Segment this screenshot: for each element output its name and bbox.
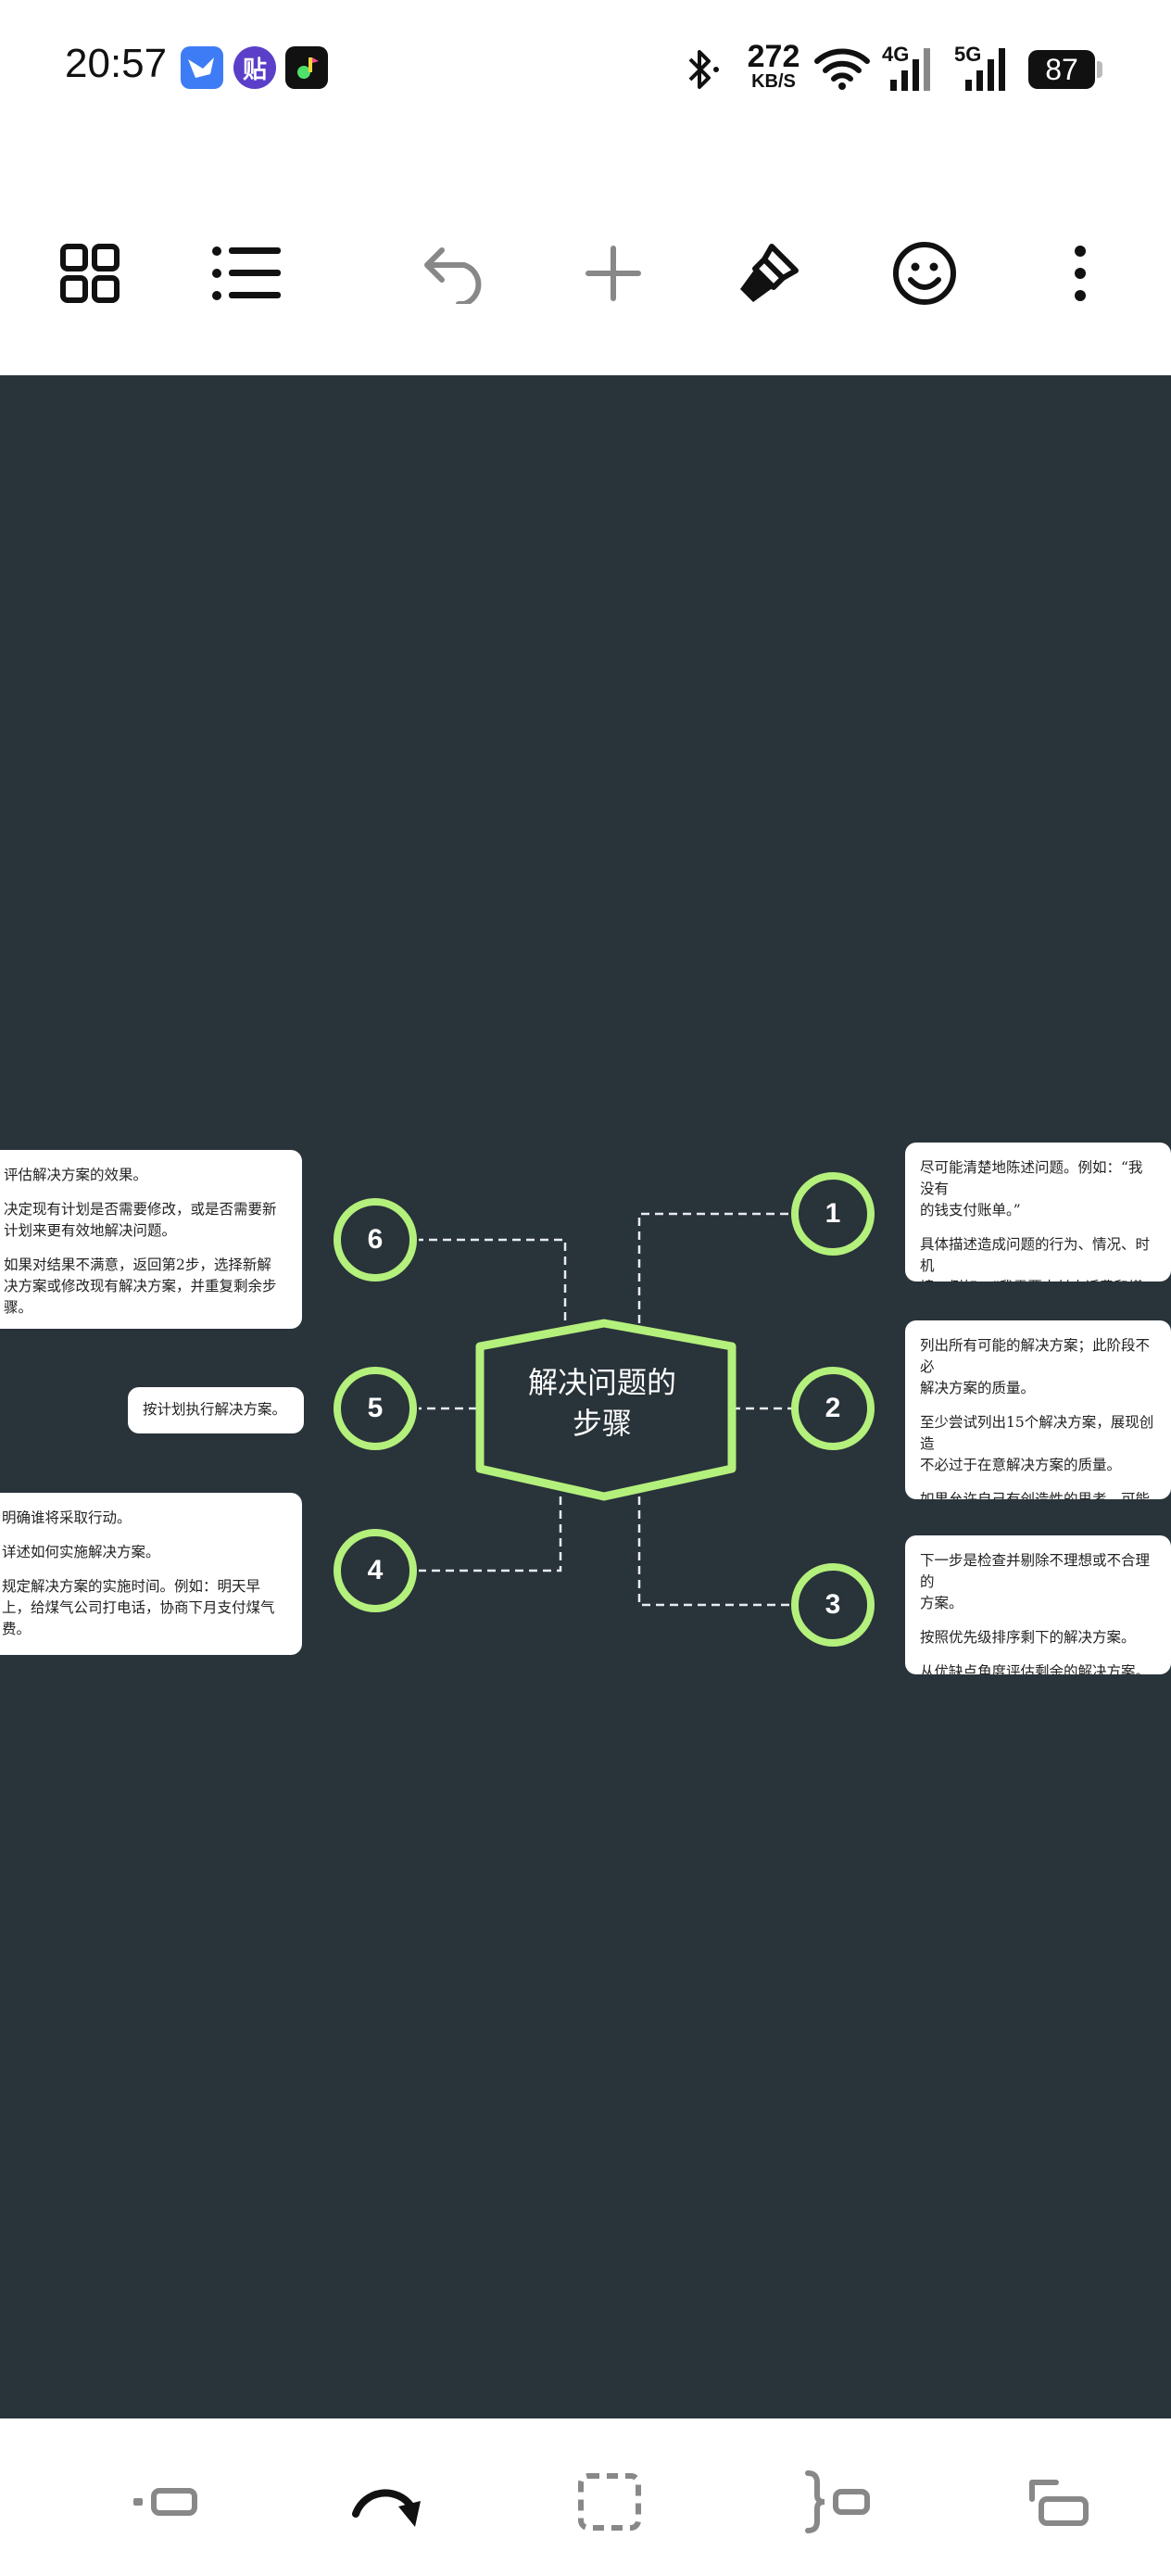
battery-indicator: 87 xyxy=(1028,50,1095,89)
speed-unit: KB/S xyxy=(751,71,796,92)
card-paragraph: 列出所有可能的解决方案；此阶段不必 解决方案的质量。 xyxy=(920,1337,1151,1396)
central-topic-label: 解决问题的 步骤 xyxy=(477,1362,727,1444)
connector-lines xyxy=(301,1212,795,1607)
card-paragraph: 如果对结果不满意，返回第2步，选择新解 决方案或修改现有解决方案，并重复剩余步 … xyxy=(4,1256,277,1316)
outline-list-button[interactable] xyxy=(200,213,293,334)
step-card-2[interactable]: 列出所有可能的解决方案；此阶段不必 解决方案的质量。 至少尝试列出15个解决方案… xyxy=(905,1320,1171,1499)
card-paragraph: 如果允许自己有创造性的思考，可能会 一些之前未曾想到的解决方案。 xyxy=(920,1491,1151,1499)
bluetooth-icon xyxy=(681,46,725,96)
card-paragraph: 具体描述造成问题的行为、情况、时机 境。例如：“我需要支付电话费和煤气费 个月我… xyxy=(920,1236,1151,1282)
tieba-label: 贴 xyxy=(242,56,267,84)
status-bar: 20:57 贴 272 KB/S 4G 5G 87 xyxy=(0,0,1171,139)
step-number: 1 xyxy=(825,1198,841,1229)
step-card-5[interactable]: 按计划执行解决方案。 xyxy=(128,1387,304,1433)
network-speed: 272 KB/S xyxy=(741,41,806,91)
step-node-5[interactable]: 5 xyxy=(334,1367,417,1450)
central-topic-line-2: 步骤 xyxy=(572,1406,632,1441)
step-card-3[interactable]: 下一步是检查并剔除不理想或不合理的 方案。 按照优先级排序剩下的解决方案。 从优… xyxy=(905,1535,1171,1674)
top-toolbar xyxy=(0,213,1171,334)
speed-value: 272 xyxy=(747,39,800,74)
relationship-curve-icon xyxy=(352,2489,421,2527)
card-paragraph: 评估解决方案的效果。 xyxy=(4,1167,148,1183)
step-card-6[interactable]: 评估解决方案的效果。 决定现有计划是否需要修改，或是否需要新 计划来更有效地解决… xyxy=(0,1150,302,1329)
status-time: 20:57 xyxy=(65,41,168,86)
add-child-topic-button[interactable] xyxy=(1012,2460,1104,2544)
central-topic-line-1: 解决问题的 xyxy=(527,1365,676,1400)
card-paragraph: 详述如何实施解决方案。 xyxy=(2,1544,160,1560)
card-paragraph: 明确谁将采取行动。 xyxy=(2,1509,132,1526)
step-number: 4 xyxy=(367,1555,384,1585)
step-number: 2 xyxy=(825,1393,841,1423)
signal-bars-1-icon xyxy=(885,44,940,96)
card-paragraph: 下一步是检查并剔除不理想或不合理的 方案。 xyxy=(920,1552,1151,1611)
wifi-icon xyxy=(813,44,871,95)
grid-view-button[interactable] xyxy=(44,213,136,334)
relationship-curve-button[interactable] xyxy=(339,2460,432,2544)
more-options-button[interactable] xyxy=(1034,213,1127,334)
card-paragraph: 至少尝试列出15个解决方案，展现创造 不必过于在意解决方案的质量。 xyxy=(920,1414,1154,1473)
step-number: 3 xyxy=(825,1589,841,1620)
network-type-2: 5G xyxy=(954,43,982,66)
step-node-4[interactable]: 4 xyxy=(334,1529,417,1612)
card-paragraph: 按照优先级排序剩下的解决方案。 xyxy=(920,1629,1136,1646)
grid-view-icon xyxy=(60,244,120,303)
step-number: 6 xyxy=(367,1224,384,1255)
card-paragraph: 从优缺点角度评估剩余的解决方案。 xyxy=(920,1663,1151,1674)
outline-list-icon xyxy=(212,246,281,300)
step-node-3[interactable]: 3 xyxy=(791,1563,875,1647)
card-paragraph: 按计划执行解决方案。 xyxy=(143,1401,287,1418)
battery-tip xyxy=(1097,61,1102,78)
feishu-icon xyxy=(181,46,223,89)
step-number: 5 xyxy=(367,1393,384,1423)
bottom-toolbar xyxy=(0,2418,1171,2576)
emoji-button[interactable] xyxy=(878,213,971,334)
add-button[interactable] xyxy=(567,213,660,334)
network-type-1: 4G xyxy=(882,43,910,66)
style-brush-icon xyxy=(740,244,799,302)
step-node-1[interactable]: 1 xyxy=(791,1172,875,1256)
battery-level: 87 xyxy=(1045,52,1078,86)
undo-icon xyxy=(424,247,482,304)
signal-bars-2-icon xyxy=(960,44,1015,96)
add-sibling-topic-button[interactable] xyxy=(119,2460,211,2544)
step-node-2[interactable]: 2 xyxy=(791,1367,875,1450)
card-paragraph: 尽可能清楚地陈述问题。例如：“我没有 的钱支付账单。” xyxy=(920,1159,1143,1219)
add-child-topic-icon xyxy=(1029,2480,1089,2526)
style-brush-button[interactable] xyxy=(723,213,815,334)
boundary-button[interactable] xyxy=(563,2460,656,2544)
mindmap-canvas[interactable]: 解决问题的 步骤 1 尽可能清楚地陈述问题。例如：“我没有 的钱支付账单。” 具… xyxy=(0,375,1171,2418)
undo-button[interactable] xyxy=(410,213,503,334)
central-topic-hexagon[interactable] xyxy=(475,1319,737,1501)
add-sibling-topic-icon xyxy=(133,2488,197,2516)
step-card-1[interactable]: 尽可能清楚地陈述问题。例如：“我没有 的钱支付账单。” 具体描述造成问题的行为、… xyxy=(905,1143,1171,1282)
summary-brace-icon xyxy=(805,2470,870,2533)
step-card-4[interactable]: 明确谁将采取行动。 详述如何实施解决方案。 规定解决方案的实施时间。例如：明天早… xyxy=(0,1493,302,1655)
more-options-icon xyxy=(1075,246,1086,301)
add-icon xyxy=(586,246,641,301)
tieba-icon: 贴 xyxy=(233,46,276,89)
boundary-icon xyxy=(578,2473,641,2531)
summary-brace-button[interactable] xyxy=(789,2460,882,2544)
music-app-icon xyxy=(285,46,328,89)
emoji-icon xyxy=(893,242,956,305)
card-paragraph: 规定解决方案的实施时间。例如：明天早 上，给煤气公司打电话，协商下月支付煤气 费… xyxy=(2,1578,275,1637)
step-node-6[interactable]: 6 xyxy=(334,1198,417,1282)
card-paragraph: 决定现有计划是否需要修改，或是否需要新 计划来更有效地解决问题。 xyxy=(4,1201,277,1239)
